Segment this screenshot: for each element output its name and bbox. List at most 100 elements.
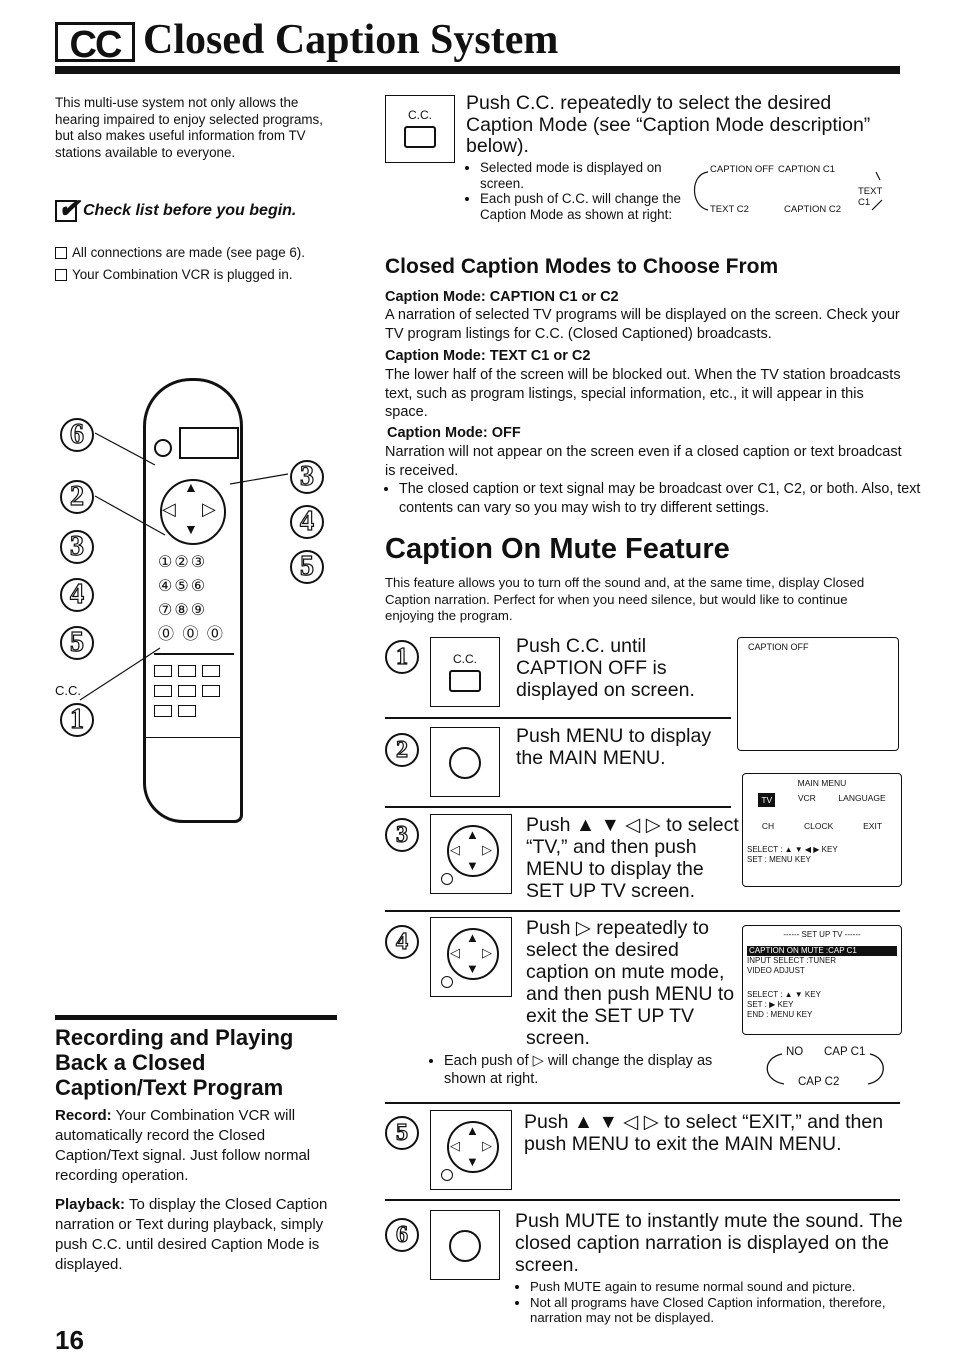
mode-text: Narration will not appear on the screen … [385,444,902,479]
dpad-illustration: ▲▼◁▷ [430,917,512,997]
playback-label: Playback: [55,1196,126,1213]
step-number: 6 [385,1218,419,1252]
main-menu-screen: MAIN MENU TV VCR LANGUAGE CH CLOCK EXIT … [742,773,902,887]
mode-text: A narration of selected TV programs will… [385,307,900,342]
bullet-item: Push MUTE again to resume normal sound a… [530,1279,915,1295]
cycle-caption-off: CAPTION OFF [710,164,774,175]
checkbox-icon [55,268,67,281]
callout-2: 2 [60,480,94,514]
screen-set: SET : MENU KEY [747,855,811,864]
screen-title: MAIN MENU [797,778,847,788]
callout-6: 6 [60,418,94,452]
checklist-title: Check list before you begin. [55,193,297,224]
screen-select: SELECT : ▲ ▼ KEY [747,990,821,999]
screen-set: SET : ▶ KEY [747,1000,794,1009]
step-number: 3 [385,818,419,852]
remote-display [179,427,239,459]
checkbox-icon [55,246,67,259]
step-text: Push ▷ repeatedly to select the desired … [526,917,735,1049]
playback-text: To display the Closed Caption narration … [55,1196,328,1273]
checklist-title-text: Check list before you begin. [83,202,297,219]
mode-title: Caption Mode: CAPTION C1 or C2 [385,289,619,305]
step-text: Push MENU to display the MAIN MENU. [516,725,712,769]
cc-button-icon [404,126,436,148]
record-text: Your Combination VCR will automatically … [55,1107,311,1184]
mode-title: Caption Mode: TEXT C1 or C2 [385,348,591,364]
remote-power-icon [154,439,172,457]
screen-text: CAPTION OFF [748,642,809,652]
cycle-cap-c1: CAP C1 [824,1046,866,1058]
screen-select: SELECT : ▲ ▼ ◀ ▶ KEY [747,845,838,854]
mute-heading: Caption On Mute Feature [385,533,730,565]
step-number: 4 [385,925,419,959]
menu-button-illustration [430,727,500,797]
record-label: Record: [55,1107,112,1124]
callout-1: 1 [60,703,94,737]
checklist-item-text: All connections are made (see page 6). [72,245,305,260]
record-paragraph: Record: Your Combination VCR will automa… [55,1106,337,1186]
cycle-text-c1: TEXT C1 [858,186,883,208]
cycle-caption-c1: CAPTION C1 [778,164,836,175]
menu-icons-row2: CH CLOCK EXIT [747,821,897,831]
cycle-arrows [766,1053,884,1085]
cycle-cap-c2: CAP C2 [798,1076,840,1088]
mute-button-icon [449,1230,481,1262]
cc-button-icon [449,670,481,692]
menu-button-icon [441,1169,453,1181]
mode-title: Caption Mode: OFF [387,425,521,441]
caption-cycle-diagram: CAPTION OFF CAPTION C1 TEXT C1 CAPTION C… [686,160,896,220]
bullet-item: Each push of ▷ will change the display a… [444,1052,744,1088]
caption-on-mute-row: CAPTION ON MUTE :CAP C1 [747,946,897,956]
caption-off-screen: CAPTION OFF [737,637,899,751]
ch-icon: CH [761,821,775,831]
step-text: Push C.C. until CAPTION OFF is displayed… [516,635,695,701]
step-text: Push ▲ ▼ ◁ ▷ to select “EXIT,” and then … [524,1111,884,1155]
dpad-icon: ▲▼◁▷ [447,928,499,980]
tv-icon: TV [758,793,776,807]
mute-button-illustration [430,1210,500,1280]
checklist-item: Your Combination VCR is plugged in. [55,267,293,282]
modes-note: The closed caption or text signal may be… [387,480,921,517]
cycle-arrows [694,171,883,211]
step-note: Each push of ▷ will change the display a… [432,1052,744,1088]
checkmark-icon [55,193,80,224]
remote-dpad-icon: ▲ ▼ ◁ ▷ [160,479,226,545]
bullet-item: Not all programs have Closed Caption inf… [530,1295,915,1326]
step-bullets: Push MUTE again to resume normal sound a… [518,1279,915,1326]
step-divider [385,1199,900,1201]
step-divider [385,910,900,912]
clock-icon: CLOCK [804,821,834,831]
cc-callout-label: C.C. [55,683,81,698]
page-number: 16 [55,1325,84,1355]
intro-text: This multi-use system not only allows th… [55,95,323,160]
step-divider [385,806,731,808]
setup-tv-screen: ------ SET UP TV ------ CAPTION ON MUTE … [742,925,902,1035]
step-divider [385,1102,900,1104]
dpad-icon: ▲▼◁▷ [447,1121,499,1173]
callout-4-right: 4 [290,505,324,539]
checklist-item: All connections are made (see page 6). [55,245,305,260]
callout-4: 4 [60,578,94,612]
dpad-illustration: ▲▼◁▷ [430,814,512,894]
mute-intro: This feature allows you to turn off the … [385,575,865,623]
bullet-item: The closed caption or text signal may be… [399,480,921,517]
top-step-text: Push C.C. repeatedly to select the desir… [466,92,871,157]
screen-end: END : MENU KEY [747,1010,813,1019]
playback-paragraph: Playback: To display the Closed Caption … [55,1195,337,1275]
callout-5: 5 [60,626,94,660]
cycle-caption-c2: CAPTION C2 [784,204,842,215]
dpad-illustration: ▲▼◁▷ [430,1110,512,1190]
menu-button-icon [441,976,453,988]
recording-heading: Recording and Playing Back a Closed Capt… [55,1025,294,1100]
video-adjust-row: VIDEO ADJUST [747,966,805,975]
screen-keys: SELECT : ▲ ▼ ◀ ▶ KEY SET : MENU KEY [747,845,897,865]
callout-3-right: 3 [290,460,324,494]
callout-5-right: 5 [290,550,324,584]
step-text: Push ▲ ▼ ◁ ▷ to select “TV,” and then pu… [526,814,739,902]
bullet-item: Each push of C.C. will change the Captio… [480,191,690,222]
step-divider [385,717,731,719]
language-icon: LANGUAGE [838,793,886,803]
checklist-item-text: Your Combination VCR is plugged in. [72,267,293,282]
